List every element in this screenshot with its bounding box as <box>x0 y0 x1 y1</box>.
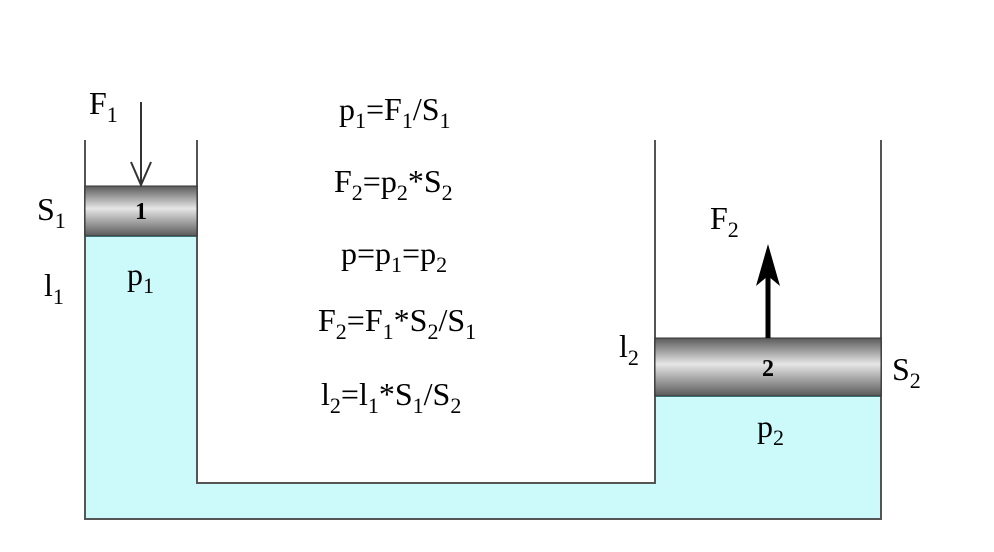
vessel-inner-wall <box>196 140 656 484</box>
label-f2: F2 <box>710 200 739 242</box>
label-p2: p2 <box>757 408 784 450</box>
piston-2: 2 <box>654 337 882 397</box>
vessel-outer-wall <box>84 140 882 520</box>
formula-line: p1=F1/S1 <box>339 91 451 133</box>
piston-1: 1 <box>84 185 198 237</box>
piston-1-label: 1 <box>135 199 147 225</box>
piston-2-label: 2 <box>762 356 774 382</box>
label-s2: S2 <box>892 351 921 393</box>
formula-line: F2=p2*S2 <box>334 163 453 205</box>
label-l2: l2 <box>619 328 639 370</box>
formula-line: l2=l1*S1/S2 <box>321 376 461 418</box>
label-l1: l1 <box>44 267 64 309</box>
force-arrow-down <box>130 102 152 188</box>
label-s1: S1 <box>37 191 66 233</box>
formula-line: F2=F1*S2/S1 <box>318 302 476 344</box>
label-p1: p1 <box>127 256 154 298</box>
force-arrow-up <box>756 244 780 338</box>
label-f1: F1 <box>89 85 118 127</box>
formula-line: p=p1=p2 <box>341 235 447 277</box>
hydraulic-fluid <box>85 236 881 519</box>
